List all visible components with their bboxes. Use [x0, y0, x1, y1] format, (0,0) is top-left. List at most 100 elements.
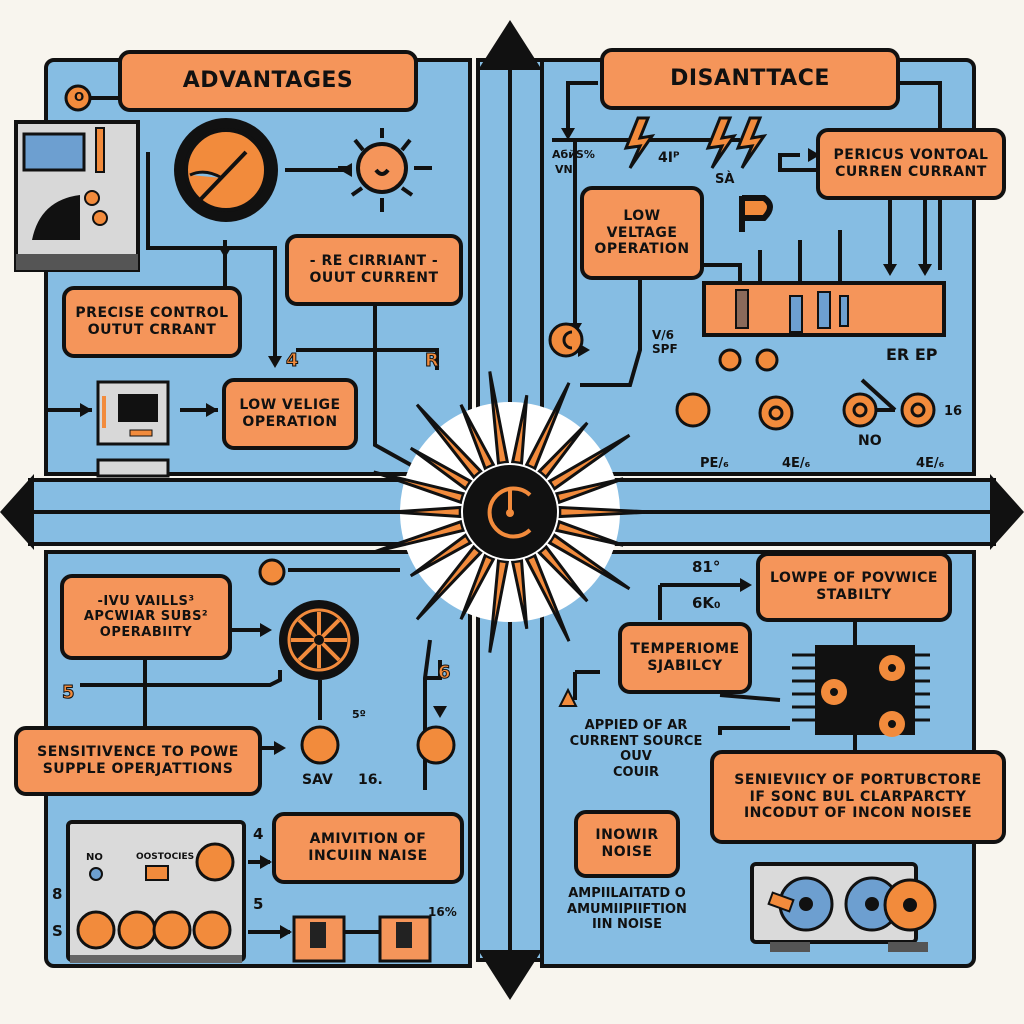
text-line: IIN NOISE [591, 917, 663, 933]
box-line: AMIVITION OF [309, 831, 427, 848]
box-pericus: PERICUS VONTOAL CURREN CURRANT [816, 128, 1006, 200]
center-starburst-icon [373, 371, 653, 653]
text-line: APPIED OF AR [584, 718, 688, 733]
wheel-icon [279, 600, 359, 680]
box-line: OPERABIITY [99, 624, 193, 640]
starburst-ray [558, 505, 653, 519]
text-applied-current: APPIED OF AR CURRENT SOURCE OUV COUIR [556, 718, 716, 780]
starburst-ray [524, 553, 571, 642]
box-line: INCODUT OF INCON NOISEE [743, 805, 973, 822]
text-line: COUIR [613, 764, 659, 780]
box-ivu-operability: -IVU VAILLS³ APCWIAR SUBS² OPERABIITY [60, 574, 232, 660]
ic-chip-icon [792, 645, 930, 737]
box-line: SENSITIVENCE TO POWE [37, 744, 239, 761]
starburst-ray [554, 477, 624, 505]
bulb-icon [300, 725, 340, 765]
node-marker-icon [258, 558, 286, 586]
annotation-s: S [52, 922, 63, 940]
gear-dial-icon [174, 118, 278, 222]
annotation-5deg: 5º [352, 708, 366, 721]
starburst-ray [547, 533, 631, 591]
box-senievincy: SENIEVIICY OF PORTUBCTORE IF SONC BUL CL… [710, 750, 1006, 844]
annotation-5: 5 [62, 682, 75, 704]
starburst-ray [391, 505, 462, 519]
starburst-ray [373, 470, 466, 505]
box-line: TEMPERIOME [630, 641, 740, 658]
annotation-a4: 4 [286, 350, 299, 372]
c-connector-icon [548, 322, 584, 358]
box-inowir-noise: INOWIR NOISE [574, 810, 680, 878]
annotation-81: 81° [692, 558, 721, 576]
starburst-ray [409, 446, 473, 492]
starburst-ray [373, 519, 466, 554]
starburst-ray [537, 421, 589, 480]
annotation-vn: VN [555, 163, 573, 176]
header-disadvantages: DISANTTACE [600, 48, 900, 110]
annotation-no: NO [858, 433, 882, 449]
panel-label-no: NO [86, 852, 103, 863]
annotation-r: R [425, 350, 440, 372]
node-marker-label: O [74, 90, 85, 104]
annotation-v-sp: V/6 SPF [652, 328, 678, 356]
box-line: LOW [623, 207, 661, 224]
box-sensitivence: SENSITIVENCE TO POWE SUPPLE OPERJATTIONS [14, 726, 262, 796]
annotation-16: 16 [944, 404, 963, 419]
panel-label-oostocies: OOSTOCIES [136, 852, 195, 862]
box-line: LOW VELIGE [239, 397, 341, 414]
starburst-ray [547, 433, 631, 491]
starburst-ray [510, 558, 529, 630]
starburst-ray [488, 371, 510, 466]
annotation-ae2: 4E/₆ [916, 456, 945, 471]
box-temperiome: TEMPERIOME SJABILCY [618, 622, 752, 694]
box-line: PERICUS VONTOAL [833, 147, 989, 164]
box-line: IF SONC BUL CLARPARCTY [749, 788, 967, 805]
starburst-ray [537, 544, 589, 603]
box-line: PRECISE CONTROL [75, 305, 229, 322]
box-amivition: AMIVITION OF INCUIIN NAISE [272, 812, 464, 884]
text-line: AMUMIIPIIFTION [567, 901, 687, 917]
box-lowpe-stability: LOWPE OF POVWICE STABILTY [756, 552, 952, 622]
header-advantages-label: ADVANTAGES [182, 67, 354, 93]
box-line: OPERATION [594, 241, 690, 258]
annotation-pe: PE/₆ [700, 456, 729, 471]
text-line: OUV [620, 749, 652, 765]
starburst-ray [488, 558, 510, 653]
starburst-ray [415, 544, 483, 621]
box-low-voltage-dis: LOW VELTAGE OPERATION [580, 186, 704, 280]
annotation-sav: SAV [302, 772, 333, 788]
annotation-abs: AбйS% [552, 148, 595, 161]
box-line: SENIEVIICY OF PORTUBCTORE [734, 771, 982, 788]
box-line: -IVU VAILLS³ [97, 593, 195, 609]
box-line: OUUT CURRENT [309, 270, 439, 286]
box-line: STABILTY [816, 587, 892, 603]
annotation-5b: 5 [253, 895, 264, 913]
arrow-down-icon [478, 950, 542, 1000]
annotation-8: 8 [52, 885, 63, 903]
annotation-ahp: 4Iᴾ [658, 150, 680, 166]
starburst-ray [510, 394, 529, 466]
box-line: APCWIAR SUBS² [83, 609, 209, 625]
annotation-16pct: 16% [428, 905, 457, 919]
box-line: OUTUT CRRANT [87, 322, 217, 338]
starburst-ray [459, 403, 496, 471]
box-line: VELTAGE [606, 224, 678, 241]
p-connector-icon [739, 195, 773, 232]
box-line: SJABILCY [647, 658, 723, 674]
box-re-current: - RE CIRRIANT - OUUT CURRENT [285, 234, 463, 306]
box-precise-control: PRECISE CONTROL OUTUT CRRANT [62, 286, 242, 358]
arrow-up-icon [478, 20, 542, 70]
node-marker-icon [64, 84, 92, 112]
header-disadvantages-label: DISANTTACE [670, 65, 830, 91]
resistor-strip-icon [702, 281, 946, 337]
annotation-6: 6 [438, 662, 451, 684]
starburst-ray [459, 553, 496, 621]
box-line: INCUIIN NAISE [308, 848, 428, 864]
header-advantages: ADVANTAGES [118, 50, 418, 112]
box-line: SUPPLE OPERJATTIONS [42, 761, 234, 777]
power-supply-device-icon [14, 120, 140, 272]
text-amplification: AMPIILAITATD O AMUMIIPIIFTION IIN NOISE [552, 886, 702, 933]
starburst-ray [524, 382, 571, 471]
box-low-voltage-adv: LOW VELIGE OPERATION [222, 378, 358, 450]
control-panel-icon [66, 820, 246, 963]
